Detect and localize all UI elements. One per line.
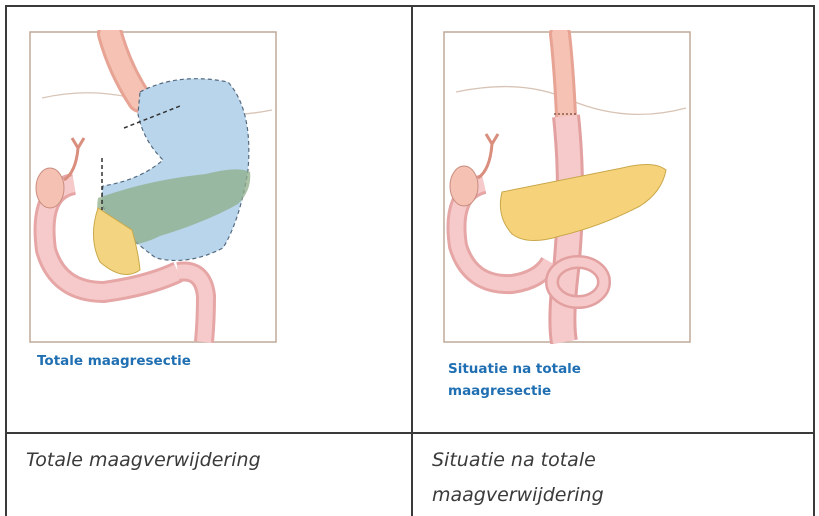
cell-caption-right-line2: maagverwijdering bbox=[432, 478, 604, 512]
cell-caption-right-line1: Situatie na totale bbox=[432, 443, 596, 477]
table-border-row bbox=[5, 432, 815, 434]
table-border-middle bbox=[411, 5, 413, 516]
table-border-right bbox=[813, 5, 815, 516]
figure-caption-right-line1: Situatie na totale bbox=[448, 358, 581, 380]
cell-caption-left: Totale maagverwijdering bbox=[26, 443, 261, 477]
figure-caption-right-line2: maagresectie bbox=[448, 380, 551, 402]
figure-caption-left: Totale maagresectie bbox=[37, 350, 191, 372]
total-gastrectomy-illustration bbox=[28, 30, 278, 344]
table-border-top bbox=[5, 5, 815, 7]
table-border-left bbox=[5, 5, 7, 516]
post-gastrectomy-illustration bbox=[442, 30, 692, 344]
